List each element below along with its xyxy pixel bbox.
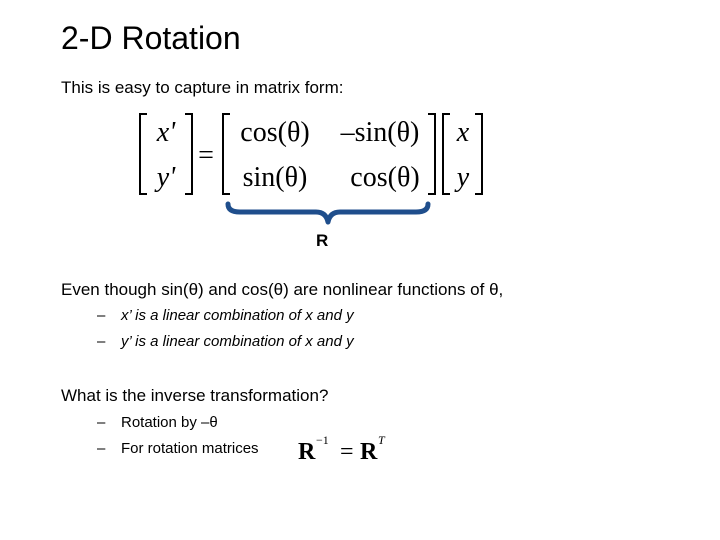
brace-label-r: R [316,231,329,250]
formula-equals: = [340,439,354,464]
matrix-right-bracket [428,113,436,195]
bullet-y-prime-linear: –y’ is a linear combination of x and y [97,333,354,350]
matrix-cell-cos-bottom: cos(θ) [350,162,419,193]
intro-text: This is easy to capture in matrix form: [61,78,344,97]
bullet-text: y’ is a linear combination of x and y [121,333,354,350]
bullet-text: For rotation matrices [121,440,259,457]
formula-r-inverse-exponent: −1 [316,433,329,447]
inverse-question: What is the inverse transformation? [61,386,329,405]
formula-r-transpose-exponent: T [378,433,386,447]
lhs-x-prime: x' [156,117,176,148]
brace-shape [225,201,431,225]
nonlinear-statement: Even though sin(θ) and cos(θ) are nonlin… [61,280,504,299]
rhs-left-bracket [442,113,450,195]
bullet-rotation-matrices: –For rotation matrices [97,440,259,457]
bullet-text: Rotation by –θ [121,414,218,431]
bullet-dash: – [97,333,106,350]
bullet-text: x’ is a linear combination of x and y [121,307,354,324]
matrix-cell-neg-sin: –sin(θ) [340,117,420,148]
bullet-dash: – [97,440,106,457]
formula-r-inverse-base: R [298,439,316,464]
rhs-y: y [454,162,470,193]
lhs-y-prime: y' [154,162,176,193]
formula-r-transpose-base: R [360,439,378,464]
matrix-left-bracket [222,113,230,195]
matrix-cell-cos-top: cos(θ) [240,117,309,148]
equals-sign: = [198,140,214,171]
slide-title: 2-D Rotation [61,20,241,56]
matrix-cell-sin: sin(θ) [243,162,308,193]
lhs-left-bracket [139,113,147,195]
rhs-x: x [456,117,470,148]
lhs-right-bracket [185,113,193,195]
bullet-dash: – [97,414,106,431]
bullet-x-prime-linear: –x’ is a linear combination of x and y [97,307,354,324]
inverse-formula: R −1 = R T [298,433,386,464]
rotation-matrix-equation: x' y' = cos(θ) –sin(θ) sin(θ) cos(θ) x y [139,113,483,195]
bullet-rotation-negative: –Rotation by –θ [97,414,218,431]
matrix-underbrace [225,201,431,225]
rhs-right-bracket [475,113,483,195]
bullet-dash: – [97,307,106,324]
